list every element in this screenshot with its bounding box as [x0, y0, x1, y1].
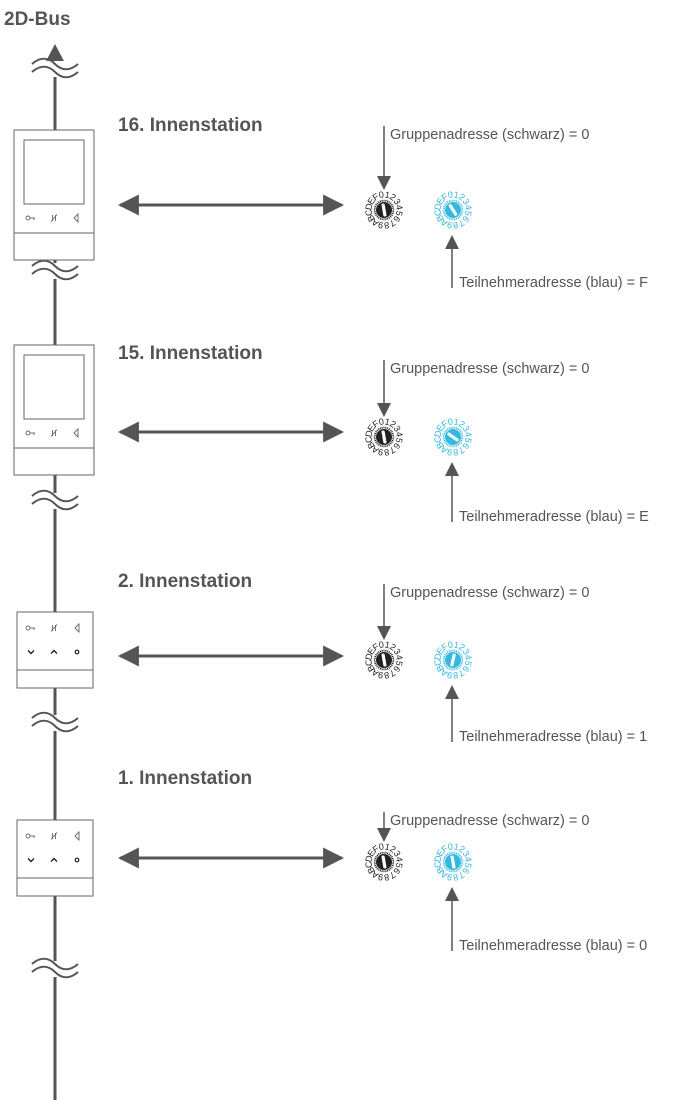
group-pointer-arrow — [377, 828, 391, 842]
member-pointer-arrow — [445, 685, 459, 699]
break-mark — [32, 261, 78, 280]
station-title: 16. Innenstation — [118, 115, 263, 136]
compact-indoor-station — [17, 820, 93, 896]
member-pointer-arrow — [445, 235, 459, 249]
monitor-screen — [24, 140, 84, 204]
member-address-label: Teilnehmeradresse (blau) = 1 — [459, 729, 647, 745]
member-address-label: Teilnehmeradresse (blau) = F — [459, 275, 648, 291]
compact-indoor-station — [17, 612, 93, 688]
monitor-indoor-station — [14, 345, 94, 475]
group-pointer-arrow — [377, 626, 391, 640]
member-pointer-arrow — [445, 462, 459, 476]
member-address-label: Teilnehmeradresse (blau) = 0 — [459, 938, 647, 954]
station-title: 1. Innenstation — [118, 768, 252, 789]
group-pointer-arrow — [377, 403, 391, 417]
group-address-label: Gruppenadresse (schwarz) = 0 — [390, 361, 589, 377]
break-mark — [32, 59, 78, 78]
group-address-label: Gruppenadresse (schwarz) = 0 — [390, 813, 589, 829]
group-address-label: Gruppenadresse (schwarz) = 0 — [390, 127, 589, 143]
break-mark — [32, 959, 78, 978]
member-address-label: Teilnehmeradresse (blau) = E — [459, 509, 649, 525]
break-mark — [32, 491, 78, 510]
bus-title: 2D-Bus — [4, 9, 71, 30]
member-pointer-arrow — [445, 887, 459, 901]
monitor-screen — [24, 355, 84, 419]
station-title: 15. Innenstation — [118, 343, 263, 364]
station-title: 2. Innenstation — [118, 571, 252, 592]
group-address-label: Gruppenadresse (schwarz) = 0 — [390, 585, 589, 601]
group-pointer-arrow — [377, 176, 391, 190]
break-mark — [32, 713, 78, 732]
monitor-indoor-station — [14, 130, 94, 260]
